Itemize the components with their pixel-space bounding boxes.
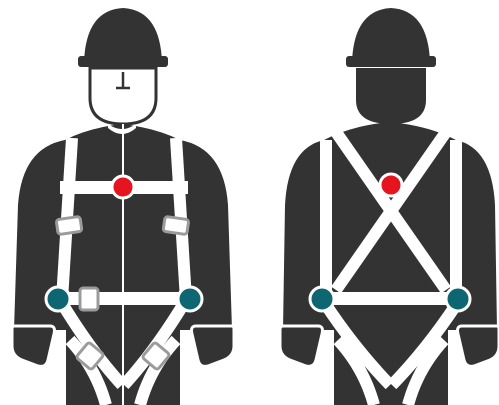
back-head xyxy=(356,68,426,124)
front-figure xyxy=(12,8,234,405)
front-face-icon xyxy=(90,68,156,124)
back-figure xyxy=(280,8,499,405)
front-hip-belt xyxy=(52,292,194,305)
front-hard-hat-icon xyxy=(78,8,168,67)
back-dorsal-d-ring-icon xyxy=(380,174,402,196)
back-hip-belt xyxy=(318,292,464,305)
front-right-hip-d-ring-icon xyxy=(178,287,202,311)
back-hard-hat-icon xyxy=(346,8,436,67)
back-left-hip-d-ring-icon xyxy=(310,287,334,311)
front-left-hip-d-ring-icon xyxy=(46,287,70,311)
back-right-hip-d-ring-icon xyxy=(446,287,470,311)
front-sternal-d-ring-icon xyxy=(112,176,134,198)
